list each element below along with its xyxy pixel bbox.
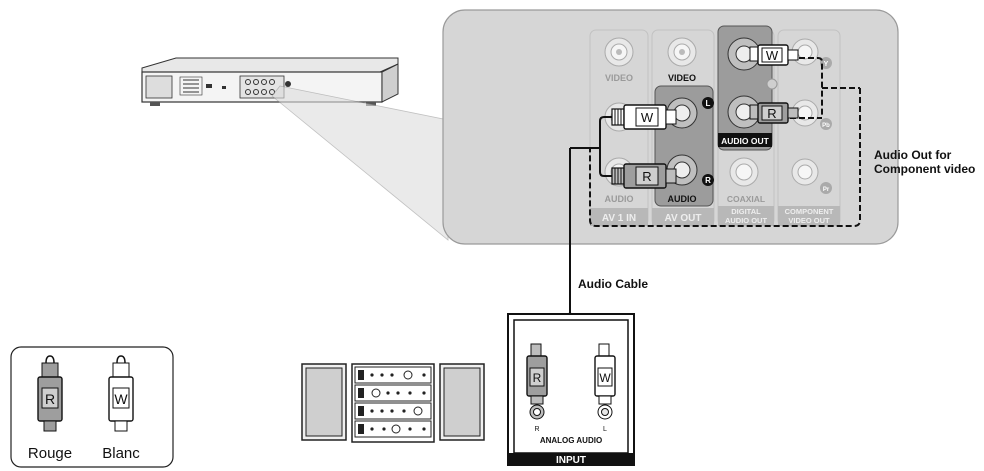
rear-panel: L R Y Pb Pr VIDEO VIDEO AUDIO AUDIO AUDI… (442, 9, 899, 245)
zoom-cone (271, 85, 449, 241)
callout-component-line1: Audio Out for (874, 148, 952, 162)
svg-text:R: R (45, 391, 55, 407)
marker-r: R (702, 174, 714, 186)
analog-audio-label: ANALOG AUDIO (540, 436, 602, 445)
svg-text:W: W (641, 110, 654, 125)
legend-red-plug: R (37, 355, 63, 432)
svg-text:R: R (642, 169, 651, 184)
plug-r-input: R (526, 343, 548, 420)
plug-w-input: W (594, 343, 616, 420)
label-audio-2: AUDIO (668, 194, 697, 204)
jack-component-pb (791, 99, 819, 127)
jack-component-pr (791, 158, 819, 186)
svg-text:R: R (767, 106, 776, 121)
stereo-system (301, 363, 485, 443)
legend-white-name: Blanc (102, 445, 140, 462)
input-label: INPUT (556, 455, 586, 466)
label-audio-1: AUDIO (605, 194, 634, 204)
marker-pr: Pr (820, 182, 832, 194)
legend-red-name: Rouge (28, 445, 72, 462)
jack-l-label: L (603, 426, 607, 433)
label-component: COMPONENT (785, 207, 834, 216)
jack-coaxial (729, 157, 759, 187)
jack-audio-out-top (727, 37, 761, 71)
plug-w-audioout: W (749, 44, 799, 66)
svg-text:R: R (705, 176, 711, 185)
plug-r-avout: R (611, 163, 677, 189)
label-coaxial: COAXIAL (727, 194, 765, 204)
label-video-1: VIDEO (605, 73, 633, 83)
label-video-2: VIDEO (668, 73, 696, 83)
jack-video-avout (667, 37, 697, 67)
label-audio-out: AUDIO OUT (721, 136, 770, 146)
label-avout: AV OUT (664, 213, 701, 224)
marker-pb: Pb (820, 118, 832, 130)
plug-r-audioout: R (749, 102, 799, 124)
svg-text:R: R (533, 371, 542, 385)
svg-text:Pb: Pb (822, 123, 830, 129)
callout-component-line2: Component video (874, 162, 975, 176)
label-av1in: AV 1 IN (602, 213, 636, 224)
svg-text:Pr: Pr (823, 187, 830, 193)
svg-text:W: W (599, 371, 611, 385)
label-digital: DIGITAL (731, 207, 761, 216)
jack-video-av1in (604, 37, 634, 67)
marker-l: L (702, 97, 714, 109)
legend-white-plug: W (108, 355, 134, 432)
svg-text:W: W (766, 48, 779, 63)
label-component-sub: VIDEO OUT (788, 216, 830, 225)
dvd-player (141, 57, 399, 106)
jack-audio-out-bottom (727, 95, 761, 129)
plug-w-avout: W (611, 104, 677, 130)
svg-text:Y: Y (824, 61, 829, 68)
color-legend: R W Rouge Blanc (10, 346, 174, 468)
svg-text:L: L (706, 99, 711, 108)
svg-text:W: W (114, 391, 128, 407)
label-digital-sub: AUDIO OUT (725, 216, 768, 225)
callout-audio-cable: Audio Cable (578, 277, 648, 291)
jack-r-label: R (534, 426, 539, 433)
